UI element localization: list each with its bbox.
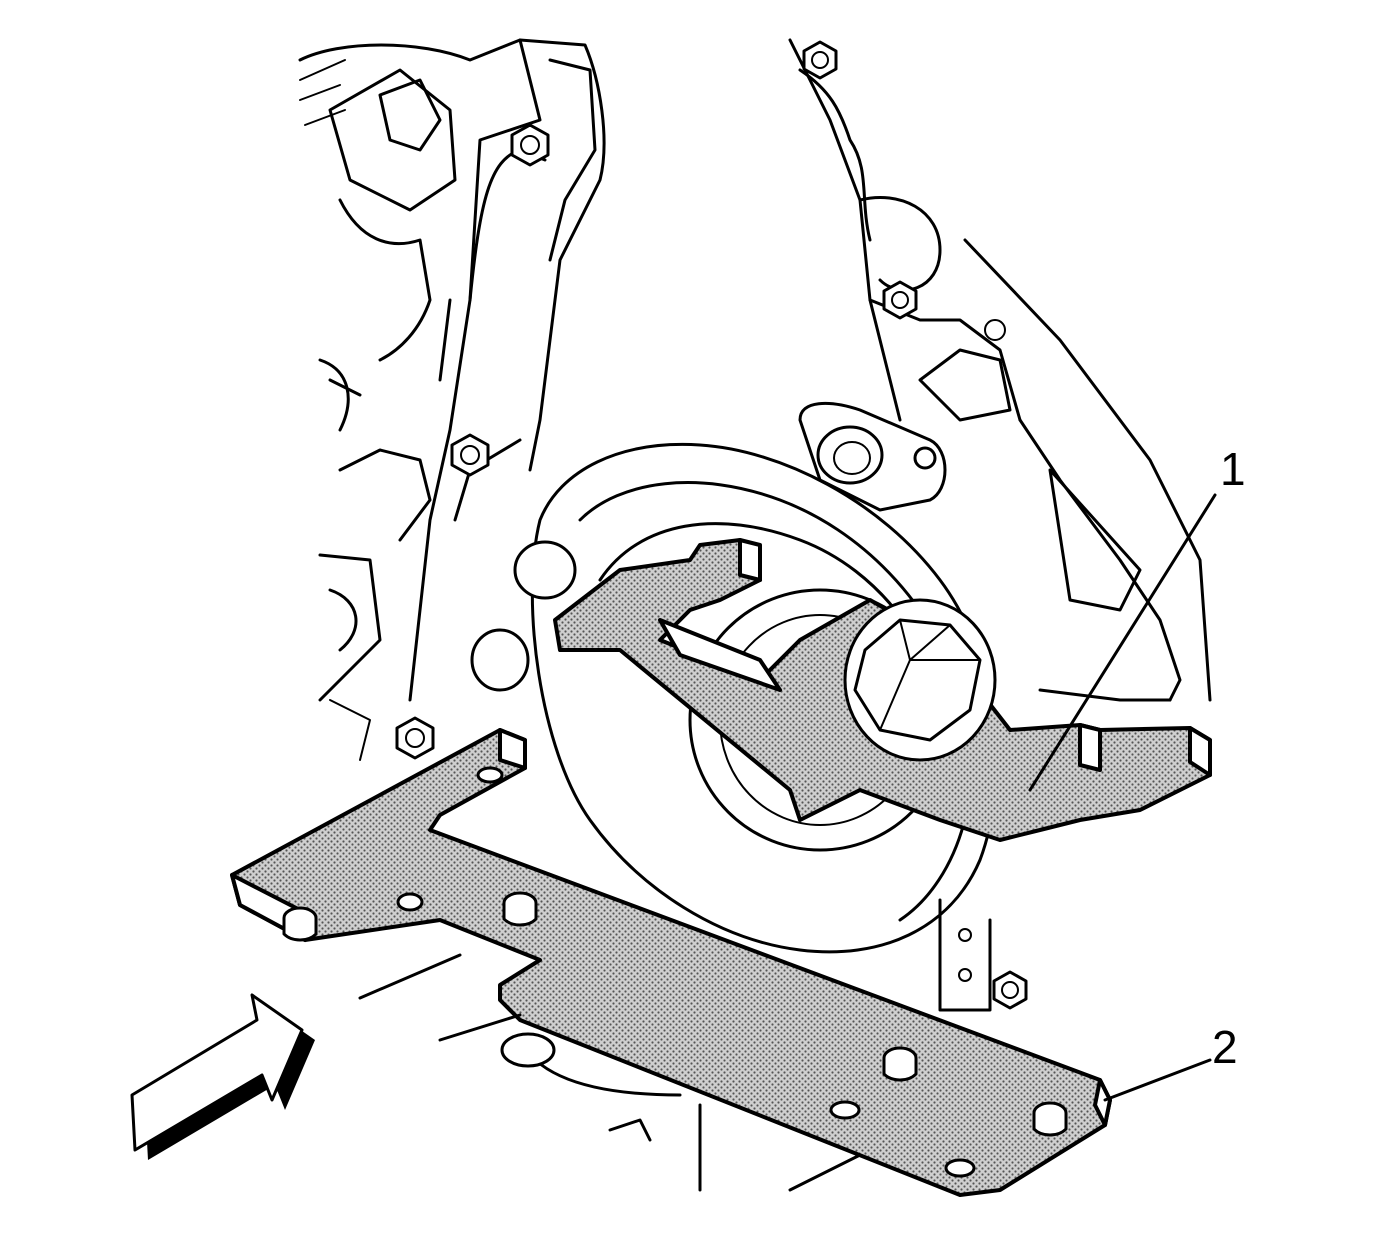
view-direction-arrow-icon [130,993,315,1160]
base-plate-tool [230,728,1112,1197]
callouts: 1 2 [1028,443,1246,1102]
callout-2-leader [1103,1058,1212,1102]
plate-bolts [282,766,1068,1178]
callout-1-number: 1 [1220,443,1246,495]
mounting-boss [798,401,947,512]
oil-pan-outline [358,898,992,1192]
callout-1-leader [1028,493,1217,792]
cover-bolts [395,40,1028,1010]
callout-2-number: 2 [1212,1021,1238,1073]
